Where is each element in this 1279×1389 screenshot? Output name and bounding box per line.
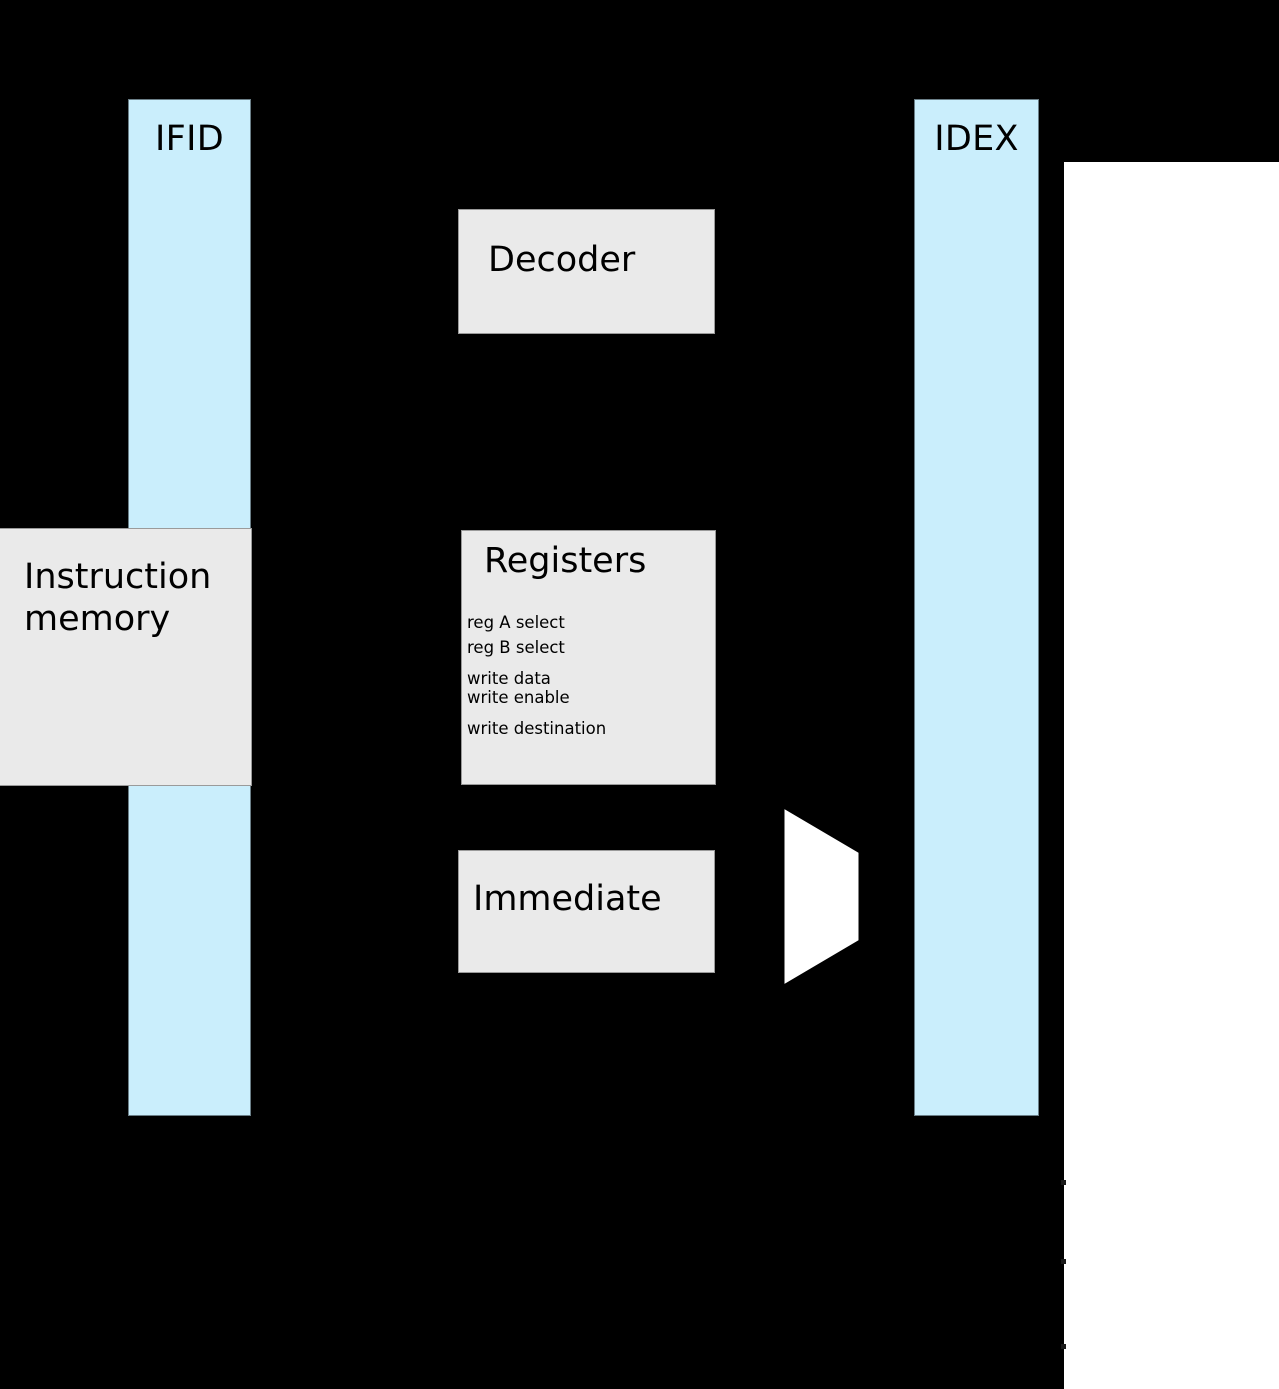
registers-signal-write-enable: write enable	[467, 688, 570, 707]
block-immediate[interactable]: Immediate	[458, 850, 715, 973]
edge-notch-top	[1061, 1180, 1066, 1185]
edge-notch-middle	[1061, 1259, 1066, 1264]
block-registers-title: Registers	[484, 541, 647, 581]
pipeline-register-idex-label: IDEX	[934, 119, 1019, 159]
block-decoder-title: Decoder	[488, 240, 636, 280]
registers-signal-write-data: write data	[467, 669, 551, 688]
registers-signal-write-destination: write destination	[467, 719, 607, 738]
block-registers[interactable]: Registers reg A select reg B select writ…	[461, 530, 716, 785]
pipeline-register-ifid-label: IFID	[155, 119, 224, 159]
registers-signal-reg-a-select: reg A select	[467, 613, 565, 632]
block-instruction-memory[interactable]: Instruction memory	[0, 528, 252, 786]
mux-alu-source[interactable]	[784, 809, 860, 984]
pipeline-register-idex[interactable]: IDEX	[914, 99, 1039, 1116]
registers-signal-reg-b-select: reg B select	[467, 638, 565, 657]
registers-signal-list: reg A select reg B select write data wri…	[467, 610, 711, 741]
block-immediate-title: Immediate	[473, 879, 662, 919]
mux-trapezoid-icon	[784, 809, 859, 984]
block-decoder[interactable]: Decoder	[458, 209, 715, 334]
block-instruction-memory-title: Instruction memory	[24, 557, 212, 639]
edge-notch-bottom	[1061, 1344, 1066, 1349]
